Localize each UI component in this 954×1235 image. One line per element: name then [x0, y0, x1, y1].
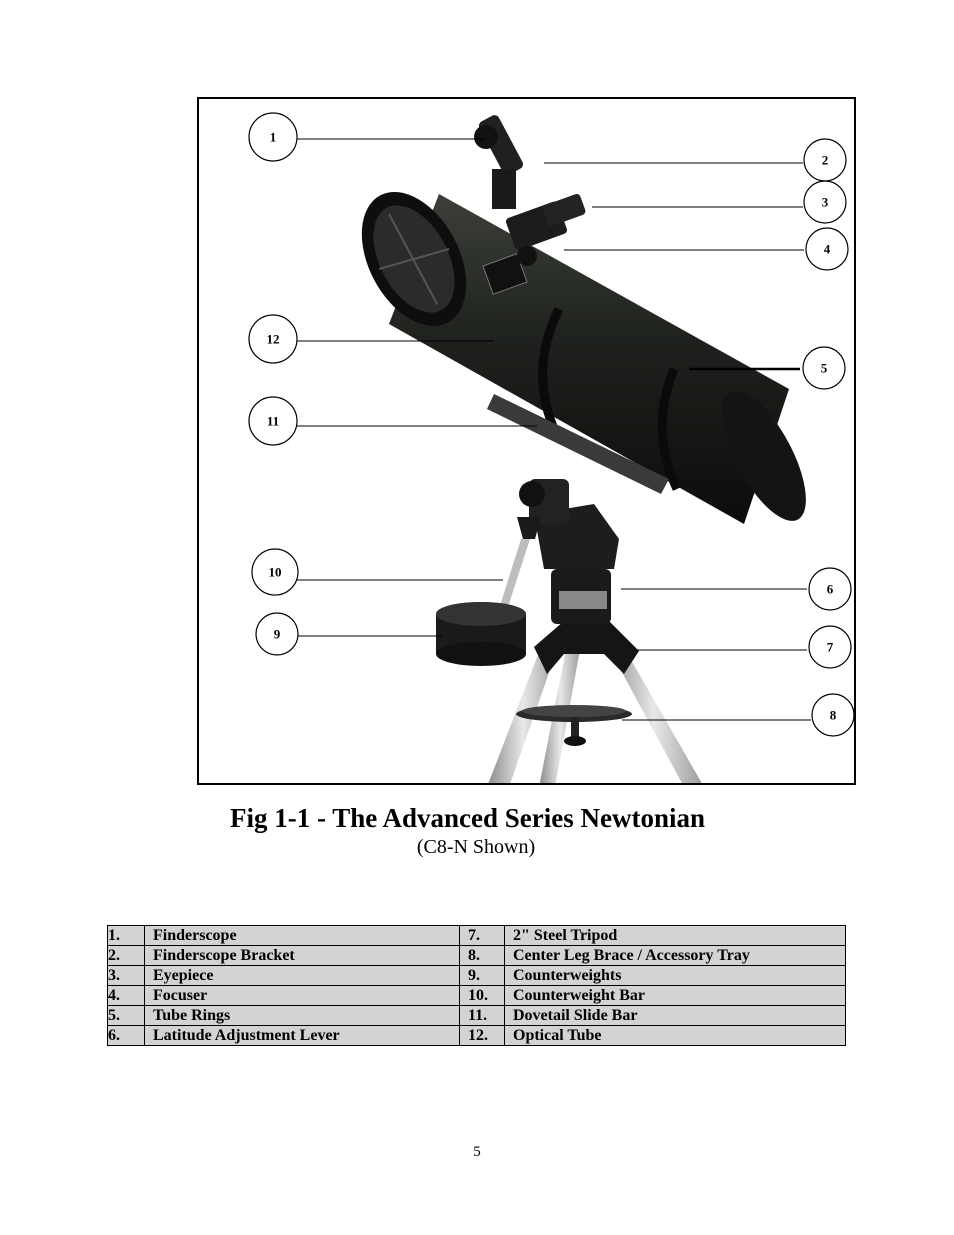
- tripod: [488, 621, 702, 783]
- svg-text:3: 3: [822, 195, 829, 210]
- optical-tube: [361, 192, 806, 524]
- callout-7: 7: [808, 625, 852, 669]
- part-name: Tube Rings: [144, 1005, 460, 1026]
- part-number: 5.: [107, 1005, 145, 1026]
- part-name: 2" Steel Tripod: [504, 925, 846, 946]
- svg-text:8: 8: [830, 708, 837, 723]
- svg-text:12: 12: [267, 332, 280, 347]
- table-row: 2. Finderscope Bracket 8. Center Leg Bra…: [107, 945, 846, 966]
- telescope-illustration: 1 2 3 4 5 6 7 8 9 10 11 12: [248, 112, 854, 783]
- mount: [517, 479, 619, 624]
- callout-2: 2: [803, 138, 847, 182]
- callout-9: 9: [255, 612, 299, 656]
- callout-8: 8: [811, 693, 854, 737]
- svg-text:6: 6: [827, 582, 834, 597]
- callout-12: 12: [248, 314, 298, 364]
- finder-and-focuser: [474, 115, 586, 266]
- part-name: Focuser: [144, 985, 460, 1006]
- part-name: Finderscope: [144, 925, 460, 946]
- callout-4: 4: [805, 227, 849, 271]
- part-name: Optical Tube: [504, 1025, 846, 1046]
- counterweight-assembly: [436, 539, 530, 666]
- part-number: 4.: [107, 985, 145, 1006]
- table-row: 3. Eyepiece 9. Counterweights: [107, 965, 846, 986]
- part-number: 12.: [459, 1025, 505, 1046]
- figure-frame: 1 2 3 4 5 6 7 8 9 10 11 12: [197, 97, 856, 785]
- part-number: 8.: [459, 945, 505, 966]
- figure-subtitle-text: (C8-N Shown): [416, 836, 536, 858]
- part-number: 10.: [459, 985, 505, 1006]
- svg-text:1: 1: [270, 130, 277, 145]
- callout-leaders: [297, 138, 811, 721]
- table-row: 4. Focuser 10. Counterweight Bar: [107, 985, 846, 1006]
- table-row: 6. Latitude Adjustment Lever 12. Optical…: [107, 1025, 846, 1046]
- table-row: 1. Finderscope 7. 2" Steel Tripod: [107, 925, 846, 946]
- callout-1: 1: [248, 112, 298, 162]
- callout-5: 5: [802, 346, 846, 390]
- part-number: 1.: [107, 925, 145, 946]
- svg-text:10: 10: [269, 565, 282, 580]
- part-number: 7.: [459, 925, 505, 946]
- svg-text:9: 9: [274, 627, 281, 642]
- page-number: 5: [473, 1144, 481, 1160]
- part-name: Counterweights: [504, 965, 846, 986]
- part-name: Finderscope Bracket: [144, 945, 460, 966]
- part-number: 2.: [107, 945, 145, 966]
- part-name: Center Leg Brace / Accessory Tray: [504, 945, 846, 966]
- figure-title: Fig 1-1 - The Advanced Series Newtonian: [230, 803, 706, 833]
- part-number: 6.: [107, 1025, 145, 1046]
- svg-text:5: 5: [821, 361, 828, 376]
- part-number: 11.: [459, 1005, 505, 1026]
- svg-text:7: 7: [827, 640, 834, 655]
- callout-10: 10: [251, 548, 299, 596]
- callout-11: 11: [248, 396, 298, 446]
- part-name: Counterweight Bar: [504, 985, 846, 1006]
- figure-subtitle: (C8-N Shown): [0, 836, 954, 859]
- part-name: Latitude Adjustment Lever: [144, 1025, 460, 1046]
- svg-text:2: 2: [822, 153, 829, 168]
- callout-6: 6: [808, 567, 852, 611]
- svg-text:11: 11: [267, 414, 279, 429]
- svg-text:4: 4: [824, 242, 831, 257]
- table-row: 5. Tube Rings 11. Dovetail Slide Bar: [107, 1005, 846, 1026]
- part-number: 3.: [107, 965, 145, 986]
- callout-3: 3: [803, 180, 847, 224]
- part-name: Eyepiece: [144, 965, 460, 986]
- part-number: 9.: [459, 965, 505, 986]
- parts-legend-table: 1. Finderscope 7. 2" Steel Tripod 2. Fin…: [107, 925, 846, 1046]
- part-name: Dovetail Slide Bar: [504, 1005, 846, 1026]
